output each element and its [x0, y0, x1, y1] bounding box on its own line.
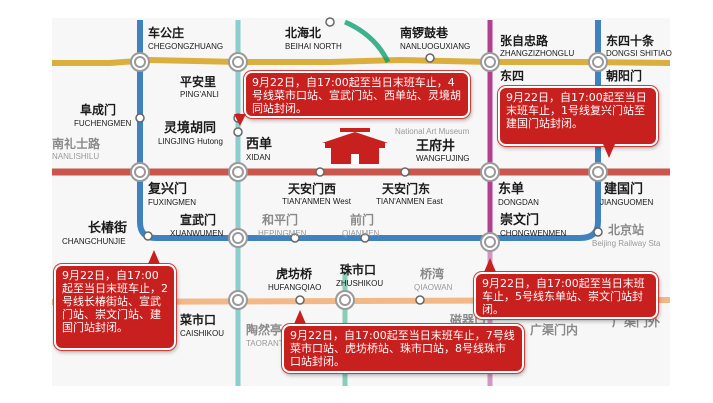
station-label-zh: 建国门	[604, 181, 643, 197]
transfer-station-icon	[228, 228, 248, 248]
transfer-station-icon	[130, 52, 150, 72]
line6-track	[52, 56, 671, 66]
closure-notice-line5: 9月22日，自17:00起至当日末班车止，5号线东单站、崇文门站封闭。	[474, 272, 658, 319]
station-label-zh: 张自忠路	[500, 33, 549, 48]
station-label-zh: 桥湾	[420, 266, 444, 281]
station-label-en: FUXINGMEN	[148, 198, 196, 207]
station-label-en: TIAN'ANMEN West	[282, 197, 352, 206]
station-label-en: CAISHIKOU	[180, 329, 224, 338]
station-dot	[415, 295, 425, 305]
closure-notice-line7-8: 9月22日，自17:00起至当日末班车止，7号线菜市口站、虎坊桥站、珠市口站，8…	[282, 324, 524, 373]
transfer-station-icon	[480, 162, 500, 182]
station-label-zh: 前门	[350, 212, 374, 227]
station-label-en: XUANWUMEN	[170, 229, 224, 238]
closure-notice-line4: 9月22日，自17:00起至当日末班车止，4号线菜市口站、宣武门站、西单站、灵境…	[244, 71, 470, 118]
station-label-en: TIAN'ANMEN East	[376, 197, 444, 206]
station-dot	[135, 113, 145, 123]
station-label-en: National Art Museum	[395, 127, 470, 136]
station-label-zh: 长椿街	[88, 220, 127, 236]
transfer-station-icon	[480, 52, 500, 72]
station-label-en: PING'ANLI	[180, 90, 219, 99]
station-label-zh: 王府井	[416, 138, 455, 154]
callout-tail	[294, 310, 306, 324]
station-label-en: NANLUOGUXIANG	[400, 42, 470, 51]
station-label-en: FUCHENGMEN	[74, 119, 132, 128]
station-label-en: Beijing Railway Sta	[592, 239, 661, 248]
station-label-en: CHONGWENMEN	[500, 229, 566, 238]
station-label-zh: 虎坊桥	[276, 266, 313, 281]
station-label-zh: 天安门西	[288, 181, 336, 196]
station-label-en: QIAOWAN	[414, 283, 453, 292]
station-label-zh: 南锣鼓巷	[400, 25, 449, 40]
station-label-zh: 菜市口	[179, 312, 216, 327]
station-label-zh: 崇文门	[500, 212, 539, 228]
station-dot	[325, 17, 335, 27]
station-label-en: DONGDAN	[498, 198, 539, 207]
station-label-zh: 北京站	[608, 222, 644, 237]
station-label-en: XIDAN	[246, 153, 271, 162]
transfer-station-icon	[228, 290, 248, 310]
station-label-zh: 平安里	[180, 74, 216, 89]
station-label-zh: 天安门东	[382, 181, 430, 196]
station-label-zh: 宣武门	[180, 212, 216, 227]
station-label-en: CHANGCHUNJIE	[62, 237, 126, 246]
station-label-zh: 和平门	[261, 212, 298, 227]
callout-tail	[234, 114, 246, 126]
transfer-station-icon	[228, 162, 248, 182]
station-label-en: DONGSI SHITIAO	[606, 49, 672, 58]
station-label-zh: 珠市口	[340, 262, 376, 277]
station-dot	[425, 53, 435, 63]
station-label-en: HEPINGMEN	[258, 229, 307, 238]
station-label-en: HUFANGQIAO	[268, 283, 321, 292]
station-dot	[290, 233, 300, 243]
station-label-en: QIANMEN	[342, 229, 380, 238]
closure-notice-line1: 9月22日，自17:00起至当日末班车止，1号线复兴门站至建国门站封闭。	[498, 86, 658, 146]
station-dot	[233, 127, 243, 137]
station-label-en: TAORANT	[246, 339, 284, 348]
station-label-zh: 阜成门	[80, 102, 116, 117]
transfer-station-icon	[130, 162, 150, 182]
station-label-en: ZHUSHIKOU	[336, 279, 383, 288]
station-label-en: CHEGONGZHUANG	[148, 42, 223, 51]
station-label-zh: 西单	[246, 136, 272, 152]
transfer-station-icon	[228, 52, 248, 72]
callout-tail	[148, 250, 160, 264]
station-label-zh: 朝阳门	[606, 68, 642, 83]
station-dot	[143, 231, 153, 241]
station-label-en: ZHANGZIZHONGLU	[500, 49, 574, 58]
callout-tail	[603, 144, 615, 158]
transfer-station-icon	[588, 52, 608, 72]
station-label-zh: 车公庄	[148, 25, 184, 40]
station-label-zh: 南礼士路	[52, 136, 101, 151]
transfer-station-icon	[480, 232, 500, 252]
station-label-en: NANLISHILU	[52, 152, 99, 161]
station-dot	[315, 167, 325, 177]
station-label-zh: 北海北	[285, 25, 321, 40]
station-dot	[400, 167, 410, 177]
transfer-station-icon	[588, 162, 608, 182]
station-label-en: BEIHAI NORTH	[285, 42, 342, 51]
station-label-zh: 陶然亭	[246, 322, 282, 337]
transfer-station-icon	[335, 290, 355, 310]
callout-tail	[484, 258, 496, 272]
station-label-zh: 东单	[498, 181, 524, 197]
station-label-zh: 东四十条	[606, 33, 655, 48]
tiananmen-gate-icon	[322, 128, 388, 164]
station-dot	[295, 295, 305, 305]
station-label-en: WANGFUJING	[416, 154, 469, 163]
station-dot	[360, 233, 370, 243]
closure-notice-line2: 9月22日，自17:00起至当日末班车止，2号线长椿街站、宣武门站、崇文门站、建…	[54, 264, 176, 350]
station-label-en: JIANGUOMEN	[600, 198, 654, 207]
station-label-zh: 广渠门内	[530, 322, 578, 337]
station-label-zh: 东四	[500, 68, 524, 83]
station-label-zh: 灵境胡同	[164, 120, 216, 136]
station-dot	[593, 227, 603, 237]
station-label-zh: 复兴门	[147, 181, 187, 197]
line8-track	[343, 19, 391, 64]
station-label-en: LINGJING Hutong	[158, 137, 223, 146]
